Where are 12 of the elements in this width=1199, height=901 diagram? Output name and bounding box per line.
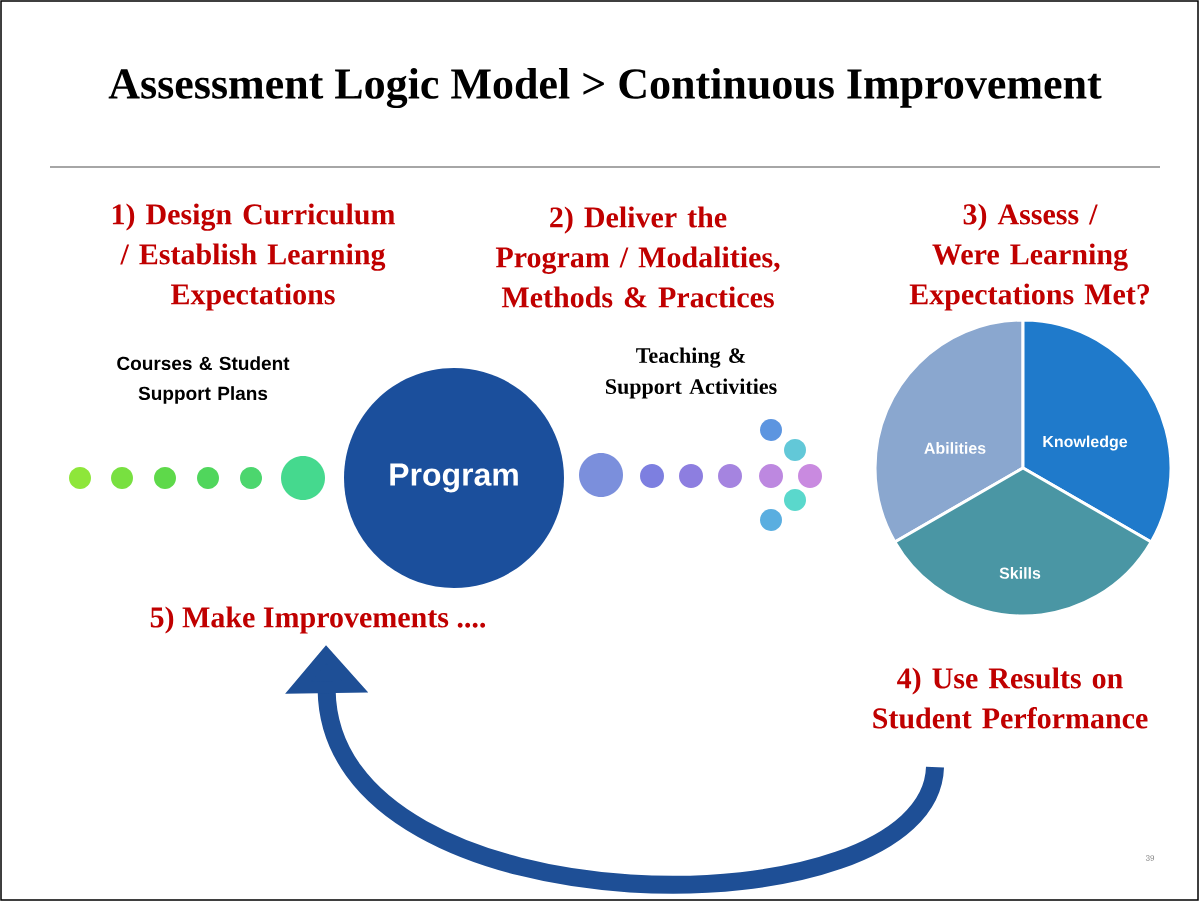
step-heading: 5) Make Improvements ....	[150, 606, 486, 634]
pie-slice: Abilities	[873, 318, 1025, 544]
step-heading: 3) Assess / Were Learning Expectations Met?	[909, 203, 1150, 311]
step-heading: 4) Use Results on Student Performance	[873, 667, 1148, 729]
title: Assessment Logic Model > Continuous Improvement	[108, 67, 1102, 109]
caption-text: Teaching & Support Activities	[606, 347, 777, 399]
step-heading: 2) Deliver the Program / Modalities, Methods & Practices	[495, 206, 780, 308]
pie-slice: Knowledge	[1021, 318, 1173, 544]
page-number: 39	[1145, 855, 1155, 861]
caption-text: Courses & Student Support Plans	[117, 356, 290, 404]
pie-slice: Skills	[893, 466, 1153, 618]
step-heading: 1) Design Curriculum / Establish Learning Expectations	[112, 203, 395, 311]
